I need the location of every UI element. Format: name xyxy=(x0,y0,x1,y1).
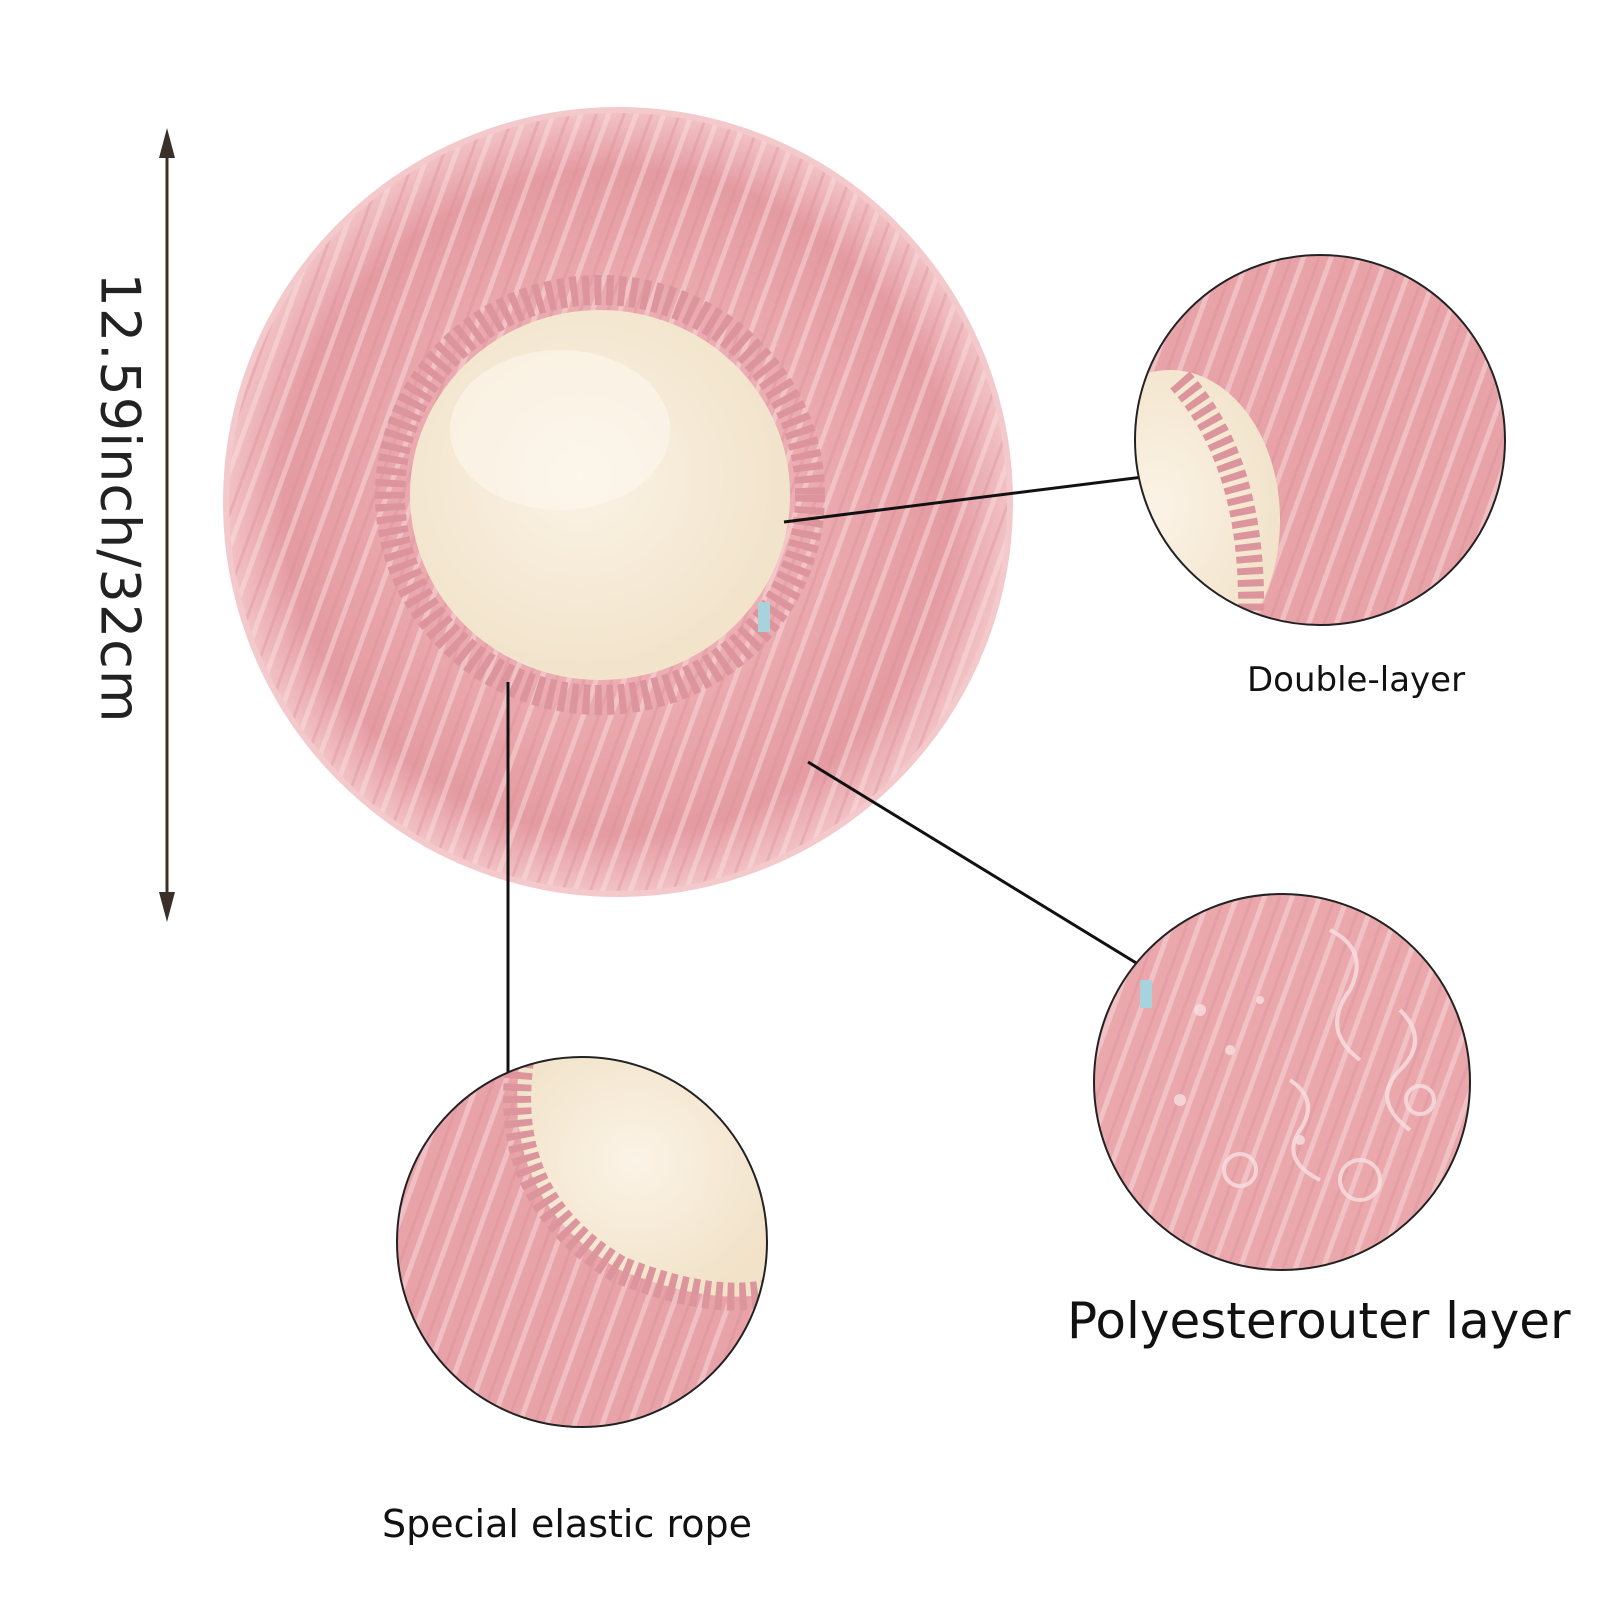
dimension-arrow xyxy=(159,128,175,922)
dimension-label: 12.59inch/32cm xyxy=(88,272,152,724)
callout-elastic-rope: Special elastic rope xyxy=(382,1502,752,1546)
detail-circle-outer-layer xyxy=(1093,893,1471,1271)
detail-circle-double-layer xyxy=(1134,254,1506,626)
tag-icon xyxy=(758,602,770,632)
detail-circle-elastic-rope xyxy=(396,1056,768,1428)
callout-outer-layer: Polyesterouter layer xyxy=(1067,1292,1571,1350)
bonnet-image xyxy=(223,107,1013,897)
callout-double-layer: Double-layer xyxy=(1247,660,1466,700)
